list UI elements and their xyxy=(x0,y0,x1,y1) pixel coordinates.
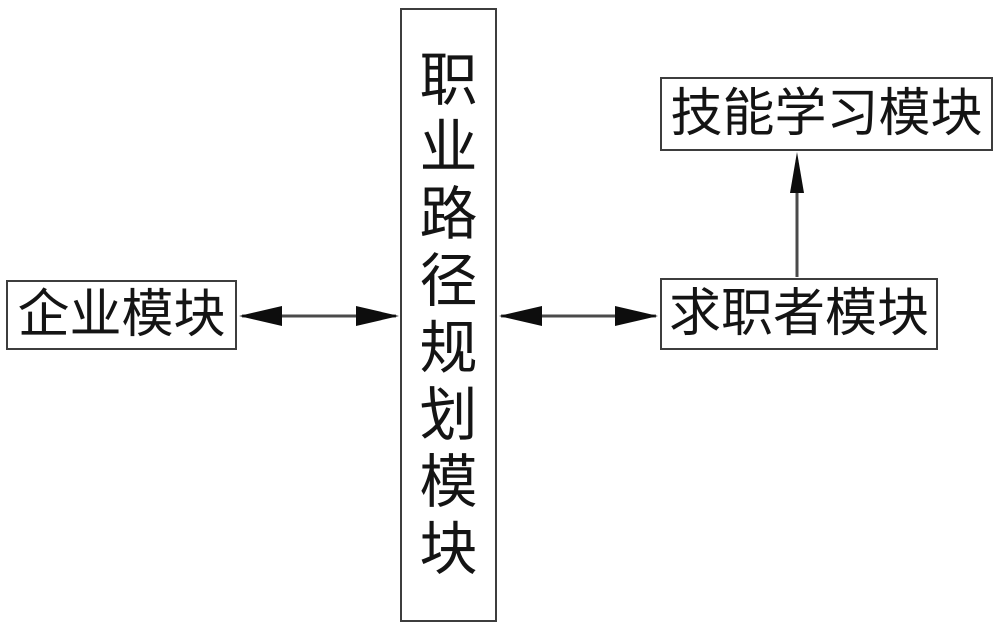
double-arrow-left-center xyxy=(239,306,399,326)
arrowhead-up-icon xyxy=(790,152,804,193)
skill-learning-module-label: 技能学习模块 xyxy=(670,84,983,144)
node-skill-learning-module: 技能学习模块 xyxy=(660,77,993,151)
arrow-jobseeker-skill xyxy=(790,152,804,277)
double-arrow-center-jobseeker xyxy=(499,306,658,326)
career-path-planning-module-label: 职业路径规划模块 xyxy=(419,46,478,583)
arrowhead-left-icon xyxy=(499,306,542,326)
node-job-seeker-module: 求职者模块 xyxy=(660,278,938,350)
enterprise-module-label: 企业模块 xyxy=(17,285,226,345)
node-enterprise-module: 企业模块 xyxy=(6,280,237,350)
job-seeker-module-label: 求职者模块 xyxy=(668,284,929,344)
arrowhead-left-icon xyxy=(239,306,282,326)
arrowhead-right-icon xyxy=(356,306,399,326)
node-career-path-planning-module: 职业路径规划模块 xyxy=(400,8,497,622)
arrowhead-right-icon xyxy=(615,306,658,326)
